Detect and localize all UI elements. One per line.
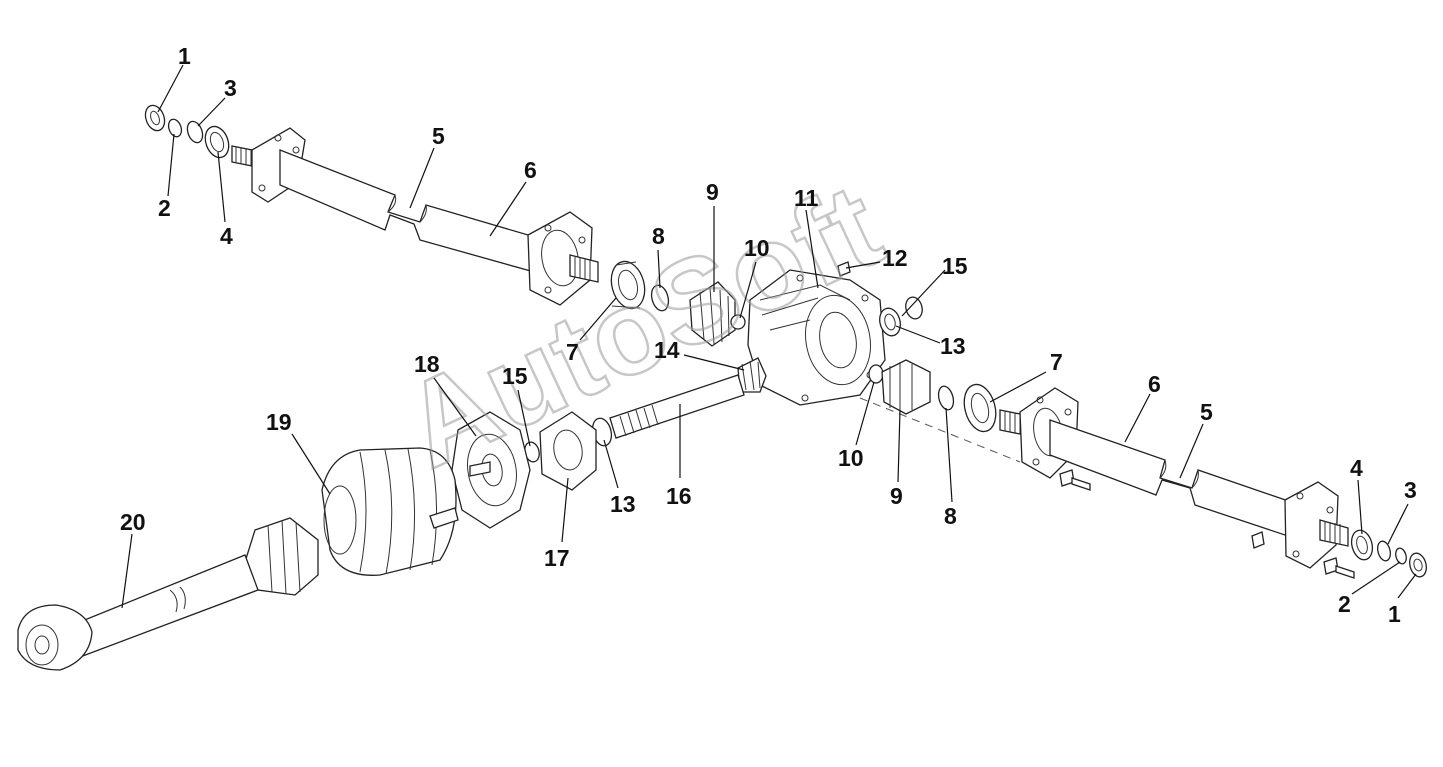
washer-2-lower [1395,547,1407,565]
callout-8-lower: 8 [944,503,957,529]
callout-9-lower: 9 [890,483,903,509]
ring-3-upper [186,120,204,144]
washer-2-upper [167,118,183,138]
callout-20: 20 [120,509,146,535]
callout-10-lower: 10 [838,445,864,471]
callout-13-upper: 13 [940,333,966,359]
ring-3-lower [1377,540,1391,562]
pinion-gear-10-upper [730,314,746,330]
callout-19: 19 [266,409,292,435]
bolt-12 [837,261,851,277]
callout-10-upper: 10 [744,235,770,261]
callout-6-lower: 6 [1148,371,1161,397]
cover-17 [539,411,597,491]
callout-14: 14 [654,337,680,363]
callout-15-upper: 15 [942,253,968,279]
seal-4-upper [204,125,230,159]
ring-8-upper [650,284,670,312]
callout-13-lower: 13 [610,491,636,517]
callout-8-upper: 8 [652,223,665,249]
callout-4-lower: 4 [1350,455,1363,481]
bearing-7-lower [963,383,997,433]
right-lower-shaft-group [999,387,1427,579]
bevel-gear-9-upper [689,281,736,347]
callout-5-lower: 5 [1200,399,1213,425]
bearing-13-upper [879,307,901,337]
callout-12: 12 [882,245,908,271]
callout-2-upper: 2 [158,195,171,221]
drive-shaft-20 [17,517,319,671]
callout-16: 16 [666,483,692,509]
left-upper-shaft-group [144,104,599,306]
callout-6-upper: 6 [524,157,537,183]
callout-1-upper: 1 [178,43,191,69]
callout-labels: 1 2 3 4 5 6 7 8 9 10 11 12 15 13 14 7 6 … [120,43,1417,627]
ring-15-upper [905,296,923,320]
callout-15-lower: 15 [502,363,528,389]
nut-1-lower [1409,552,1427,578]
callout-7-lower: 7 [1050,349,1063,375]
callout-5-upper: 5 [432,123,445,149]
flange-lower-right [1284,481,1339,569]
callout-4-upper: 4 [220,223,233,249]
callout-1-lower: 1 [1388,601,1401,627]
callout-3-lower: 3 [1404,477,1417,503]
seal-4-lower [1350,529,1374,561]
callout-7-upper: 7 [566,339,579,365]
callout-17: 17 [544,545,570,571]
callout-18: 18 [414,351,440,377]
ring-8-lower [937,385,955,411]
axle-tube-6-lower [1049,419,1301,541]
callout-9-upper: 9 [706,179,719,205]
callout-11: 11 [794,185,819,211]
callout-2-lower: 2 [1338,591,1351,617]
differential-group [689,261,1021,463]
input-shaft-16 [609,374,745,439]
pinion-gear-10-lower [868,364,884,384]
leader-lines [121,64,1417,609]
callout-3-upper: 3 [224,75,237,101]
boot-19 [321,447,459,576]
bearing-7-upper [610,260,646,310]
nut-1-upper [144,104,166,132]
bevel-gear-9-lower [881,359,931,415]
